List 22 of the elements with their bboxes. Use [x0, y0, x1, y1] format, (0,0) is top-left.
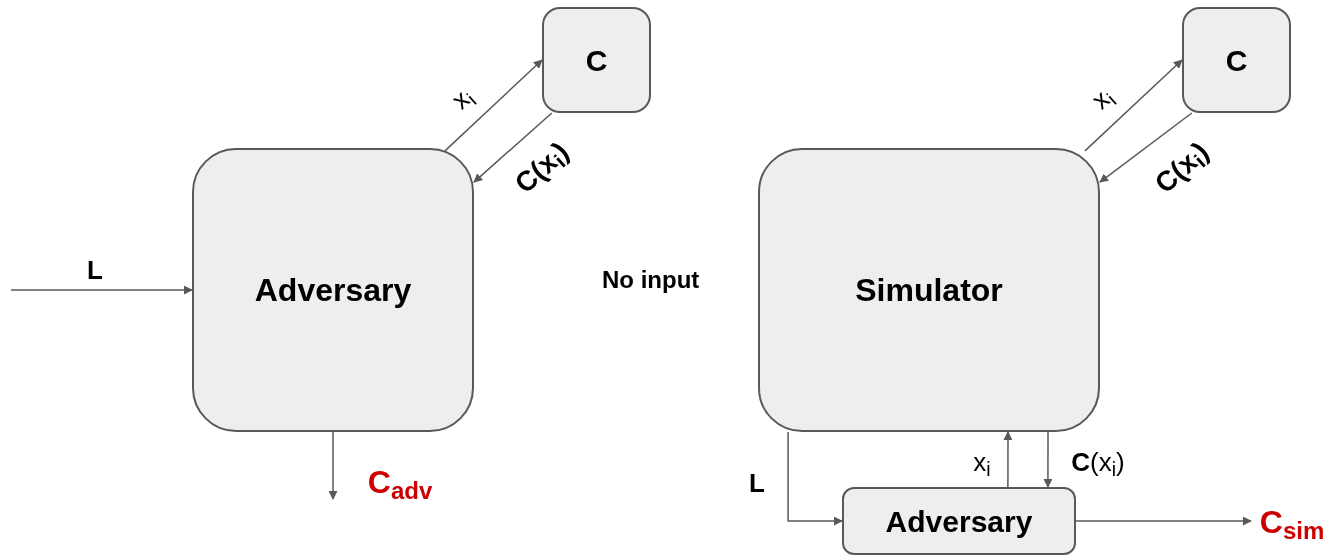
arrow: [1043, 431, 1053, 488]
process-box: [542, 7, 651, 113]
box-label: C: [1225, 42, 1248, 79]
arrow: [1075, 516, 1252, 526]
arrow: [328, 431, 338, 500]
box-label: Adversary: [254, 271, 412, 310]
arrow: [473, 112, 553, 183]
arrow: [444, 59, 543, 152]
arrow: [1003, 431, 1013, 488]
arrow: [787, 431, 843, 526]
process-box: [192, 148, 474, 432]
box-label: Adversary: [885, 503, 1033, 540]
arrow: [1084, 59, 1183, 152]
process-box: [1182, 7, 1291, 113]
note-text: No input: [602, 265, 700, 295]
box-label: Simulator: [855, 271, 1003, 310]
process-box: [758, 148, 1100, 432]
box-label: C: [585, 42, 608, 79]
edge-label: C(x$_{i}$): [1071, 449, 1125, 475]
arrow: [1099, 112, 1193, 183]
process-box: [842, 487, 1076, 555]
arrow: [10, 285, 193, 295]
